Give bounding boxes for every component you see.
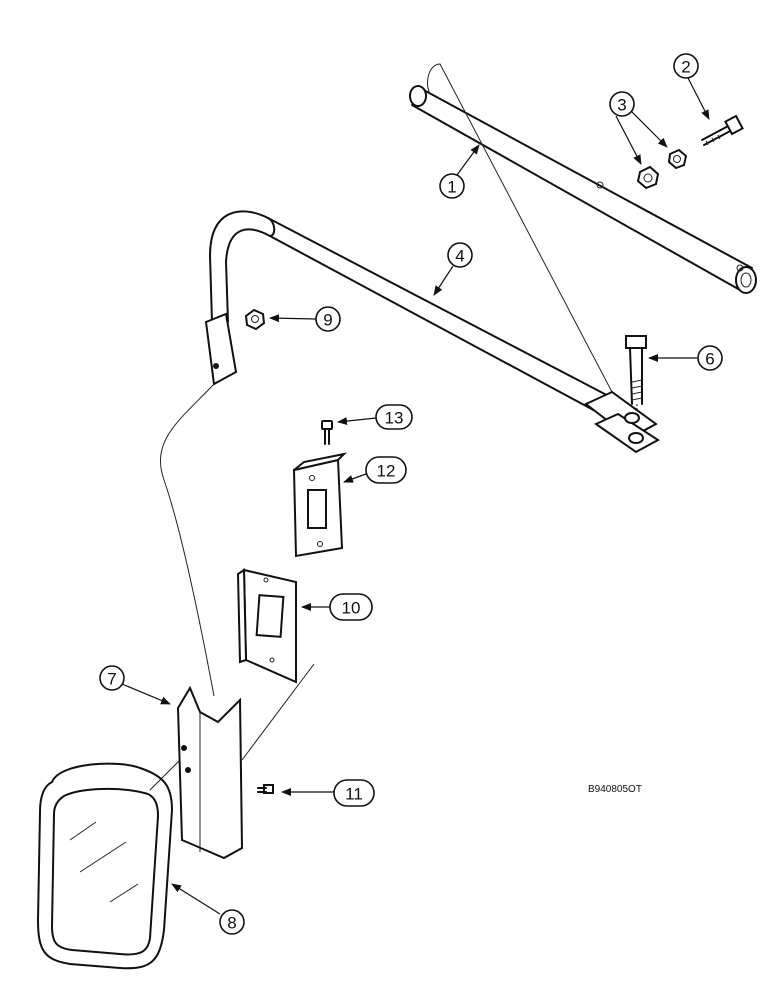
callout-label: 6 [705, 350, 714, 369]
callout-2: 2 [673, 53, 710, 120]
bracket-plate-part-10 [236, 568, 297, 684]
nut-part-9 [244, 308, 266, 331]
callout-label: 12 [377, 462, 396, 481]
callout-label: 7 [107, 670, 116, 689]
assembly-line [427, 63, 613, 393]
callout-label: 10 [342, 599, 361, 618]
callout-label: 13 [385, 409, 404, 428]
callout-1: 1 [439, 144, 480, 199]
callout-label: 1 [447, 178, 456, 197]
assembly-line [149, 759, 181, 791]
assembly-line [241, 663, 315, 761]
clamp-bracket-part-7 [176, 685, 244, 860]
callout-label: 4 [455, 247, 464, 266]
mounting-tube-part [409, 85, 757, 294]
mirror-part-8 [37, 762, 173, 970]
callout-12: 12 [343, 456, 407, 484]
mirror-arm-part [204, 210, 660, 454]
assembly-line [159, 383, 215, 697]
callout-label: 9 [323, 311, 332, 330]
callout-label: 3 [617, 96, 626, 115]
switch-plate-part-12 [292, 452, 348, 558]
callout-13: 13 [337, 404, 413, 430]
bolt-part-2 [701, 114, 744, 146]
callout-label: 8 [227, 914, 236, 933]
callout-7: 7 [99, 665, 171, 705]
callout-8: 8 [171, 883, 245, 935]
bolt-part-6 [625, 335, 647, 412]
callout-9: 9 [269, 306, 341, 332]
callout-label: 11 [345, 785, 363, 804]
callout-label: 2 [681, 58, 690, 77]
callout-4: 4 [433, 242, 473, 296]
callout-3: 3 [609, 91, 668, 165]
nut-part-3 [636, 148, 688, 190]
callout-6: 6 [648, 345, 723, 371]
screw-part-11 [257, 784, 274, 794]
callout-10: 10 [301, 593, 373, 621]
screw-part-13 [321, 420, 333, 445]
callout-11: 11 [281, 779, 375, 807]
figure-code: B940805OT [588, 784, 642, 795]
